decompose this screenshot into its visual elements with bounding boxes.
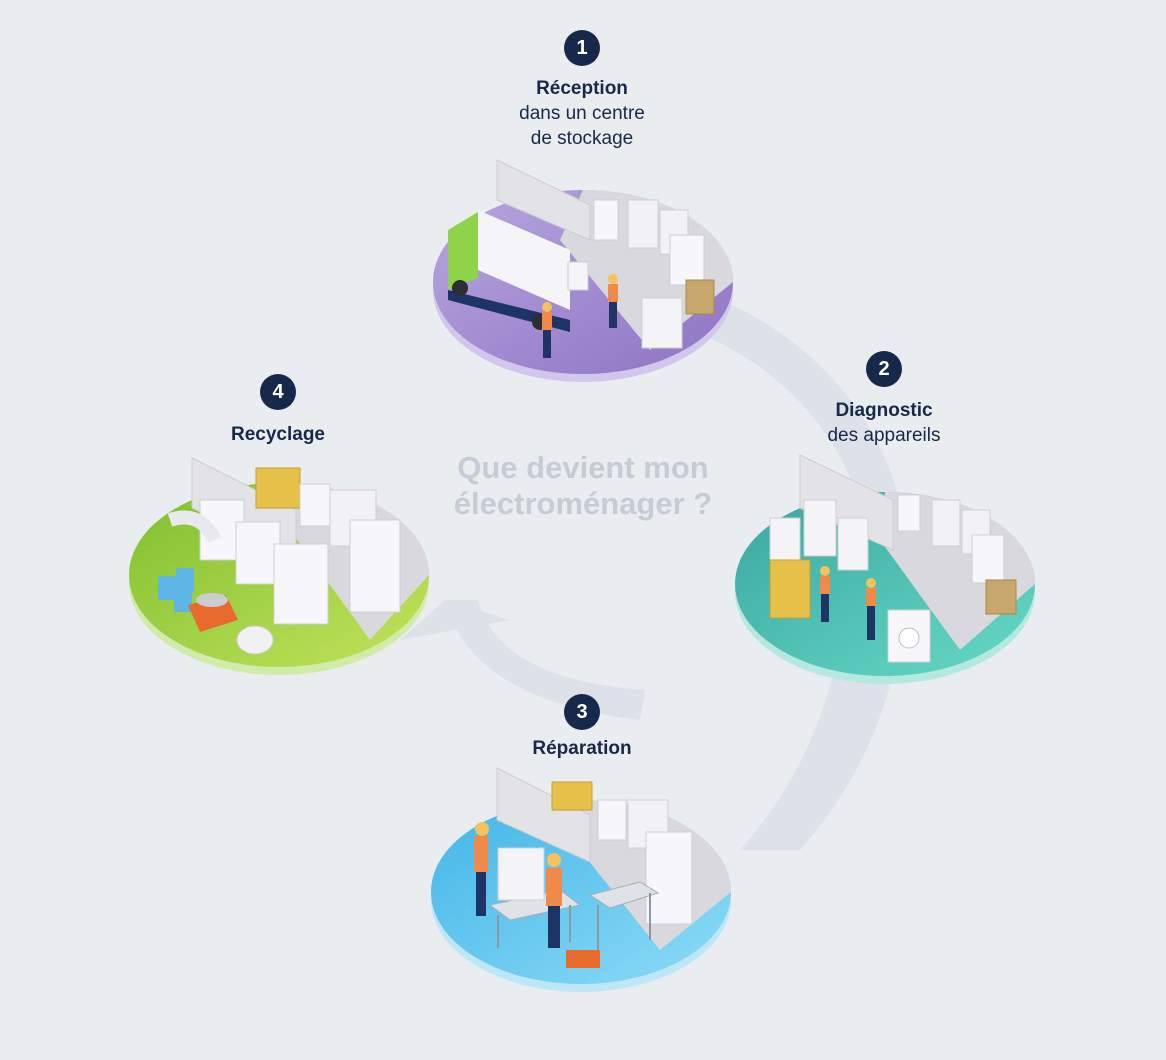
step-2-line1: des appareils [827,425,941,446]
platform-diagnostic [735,454,1035,684]
step-3-title: Réparation [532,738,632,759]
center-title-line2: électroménager ? [453,486,713,521]
center-title: Que devient mon électroménager ? [400,450,766,522]
step-4-label: Recyclage [148,422,408,447]
step-1-badge: 1 [564,30,600,66]
step-3-label: Réparation [452,736,712,761]
platform-reparation [431,767,731,992]
platform-recyclage [129,457,429,675]
center-title-line1: Que devient mon [457,450,709,485]
step-1-title: Réception [536,78,628,99]
step-2-title: Diagnostic [835,400,933,421]
platform-reception [433,159,733,382]
step-1-line1: dans un centre [519,103,645,124]
step-1-label: Réception dans un centre de stockage [452,76,712,151]
step-3-badge: 3 [564,694,600,730]
step-2-badge: 2 [866,351,902,387]
step-4-title: Recyclage [230,424,325,445]
step-1-line2: de stockage [530,128,634,149]
step-2-label: Diagnostic des appareils [754,398,1014,448]
step-4-badge: 4 [260,374,296,410]
